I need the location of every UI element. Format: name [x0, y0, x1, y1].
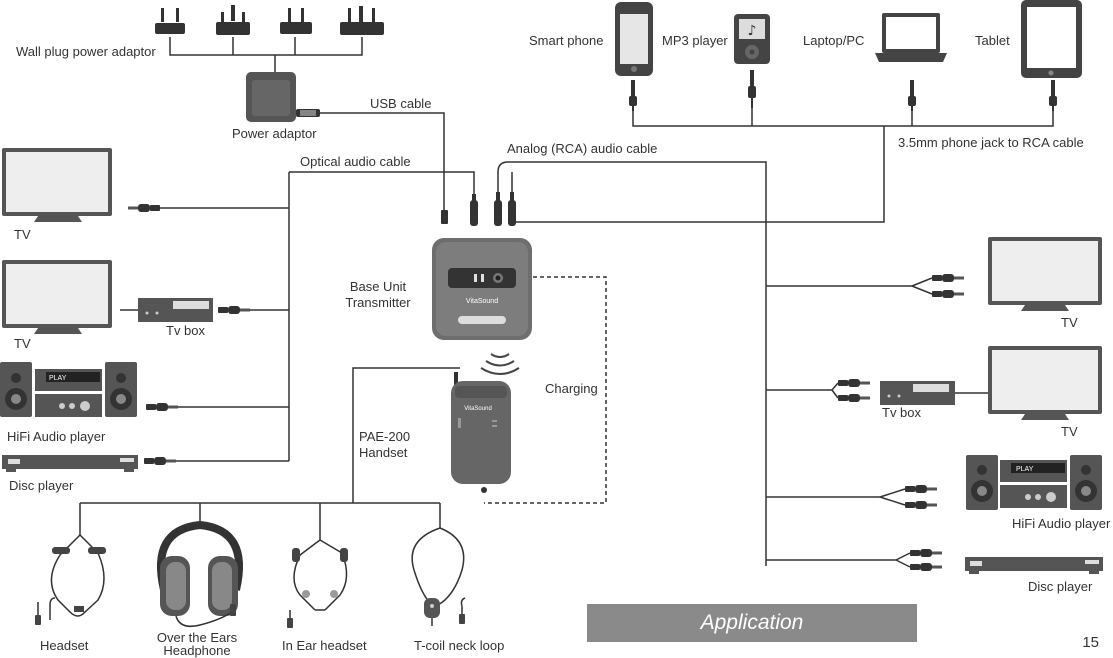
- rca-pair-2: [831, 379, 870, 402]
- rca-pair-3: [879, 485, 937, 509]
- mp3-player-label: MP3 player: [662, 33, 728, 48]
- laptop-label: Laptop/PC: [803, 33, 865, 48]
- wall-plug-au: [155, 8, 185, 34]
- tv-right-1-label: TV: [1061, 315, 1078, 330]
- tv-box-left-label: Tv box: [166, 323, 206, 338]
- handset-brand-text: VitaSound: [464, 406, 492, 412]
- tv-right-2-label: TV: [1061, 424, 1078, 439]
- wireless-waves-icon: [480, 353, 520, 375]
- hifi-right: PLAY: [966, 455, 1102, 510]
- over-ear-headphone-device: [156, 520, 244, 628]
- mp3-player-device: ♪: [734, 14, 770, 64]
- usb-cable-label: USB cable: [370, 96, 432, 111]
- tv-right-2: [988, 346, 1102, 420]
- headset-device: [35, 534, 106, 625]
- wires: [79, 37, 1054, 566]
- transmitter-label: Transmitter: [345, 295, 411, 310]
- optical-cable-label: Optical audio cable: [300, 154, 411, 169]
- handset-label: Handset: [359, 445, 408, 460]
- smart-phone-label: Smart phone: [529, 33, 604, 48]
- wall-plug-label: Wall plug power adaptor: [16, 44, 156, 59]
- base-brand-text: VitaSound: [466, 298, 498, 305]
- base-connectors: [441, 192, 516, 226]
- base-unit-label: Base Unit: [349, 279, 407, 294]
- pae-200-handset: VitaSound: [451, 372, 511, 493]
- hifi-left-play-text: PLAY: [49, 375, 67, 382]
- base-unit-transmitter: VitaSound: [432, 238, 532, 340]
- phone-jack-cable-label: 3.5mm phone jack to RCA cable: [898, 135, 1084, 150]
- hifi-right-label: HiFi Audio player: [1012, 516, 1111, 531]
- disc-player-left: [2, 455, 138, 472]
- tv-right-1: [988, 237, 1102, 311]
- in-ear-headset-device: [287, 539, 348, 628]
- over-ears-label-2: Headphone: [163, 643, 231, 658]
- tv-left-1: [2, 148, 112, 222]
- tv-box-left: [138, 298, 213, 322]
- t-coil-neck-loop-device: [411, 527, 466, 626]
- tablet-device: [1021, 0, 1082, 78]
- laptop-device: [875, 13, 947, 62]
- disc-player-right: [965, 557, 1103, 574]
- rca-pair-4: [895, 549, 942, 571]
- rca-pair-1: [911, 274, 964, 298]
- tcoil-label: T-coil neck loop: [414, 638, 505, 653]
- disc-right-label: Disc player: [1028, 579, 1093, 594]
- hifi-right-play-text: PLAY: [1016, 466, 1034, 473]
- pae-200-label: PAE-200: [359, 429, 411, 444]
- application-banner-text: Application: [700, 611, 804, 634]
- in-ear-label: In Ear headset: [282, 638, 367, 653]
- tv-left-2-label: TV: [14, 336, 31, 351]
- wall-plug-us: [280, 8, 312, 34]
- tv-box-right: [880, 381, 955, 405]
- wall-plug-uk: [216, 5, 250, 35]
- tv-left-1-label: TV: [14, 227, 31, 242]
- tv-box-right-label: Tv box: [882, 405, 922, 420]
- power-adaptor: [246, 72, 320, 122]
- disc-left-label: Disc player: [9, 478, 74, 493]
- wall-plug-eu: [340, 6, 384, 35]
- smart-phone-device: [615, 2, 653, 76]
- tablet-label: Tablet: [975, 33, 1010, 48]
- charging-label: Charging: [545, 381, 598, 396]
- charging-line: [484, 276, 607, 504]
- tv-left-2: [2, 260, 112, 334]
- page-number: 15: [1082, 634, 1099, 651]
- application-banner: Application: [587, 604, 917, 642]
- hifi-left-label: HiFi Audio player: [7, 429, 106, 444]
- svg-text:♪: ♪: [748, 23, 757, 39]
- over-ears-label-1: Over the Ears: [156, 630, 238, 645]
- analog-cable-label: Analog (RCA) audio cable: [507, 141, 658, 156]
- hifi-left: PLAY: [0, 362, 137, 417]
- headset-label: Headset: [40, 638, 89, 653]
- jack-plugs-top: [629, 70, 1057, 111]
- power-adaptor-label: Power adaptor: [232, 126, 317, 141]
